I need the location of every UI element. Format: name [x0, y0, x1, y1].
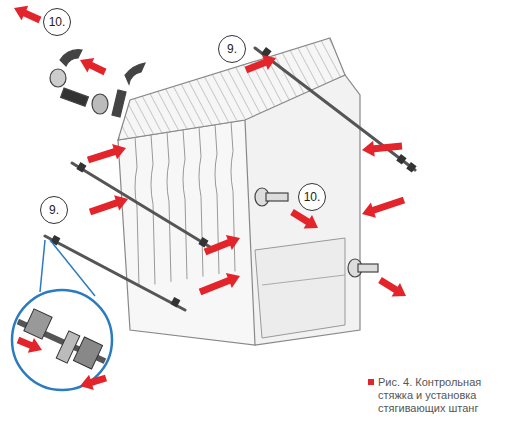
direction-arrow — [89, 195, 128, 215]
direction-arrow — [290, 209, 318, 229]
direction-arrow — [17, 337, 42, 353]
callout-number: 9. — [227, 42, 237, 56]
direction-arrow — [80, 58, 107, 75]
direction-arrow — [80, 375, 107, 390]
direction-arrow — [362, 197, 405, 218]
direction-arrow — [87, 144, 126, 163]
callout-number: 9. — [49, 203, 59, 217]
direction-arrow — [245, 55, 276, 73]
direction-arrow — [362, 141, 402, 157]
direction-arrow — [378, 277, 406, 297]
direction-arrow — [204, 235, 240, 255]
callout-number: 10. — [49, 15, 66, 29]
callout-number: 10. — [304, 190, 321, 204]
section-rib — [151, 134, 155, 284]
callout-circle: 9. — [218, 35, 246, 63]
section-rib — [167, 132, 171, 282]
section-rib — [199, 127, 203, 277]
section-rib — [135, 137, 139, 287]
callout-circle: 10. — [43, 8, 71, 36]
direction-arrow — [14, 6, 42, 23]
figure-caption: Рис. 4. Контрольная стяжка и установка с… — [378, 376, 518, 415]
callout-circle: 9. — [40, 196, 68, 224]
section-rib — [183, 129, 187, 279]
direction-arrow — [199, 273, 240, 295]
callout-circle: 10. — [298, 183, 326, 211]
